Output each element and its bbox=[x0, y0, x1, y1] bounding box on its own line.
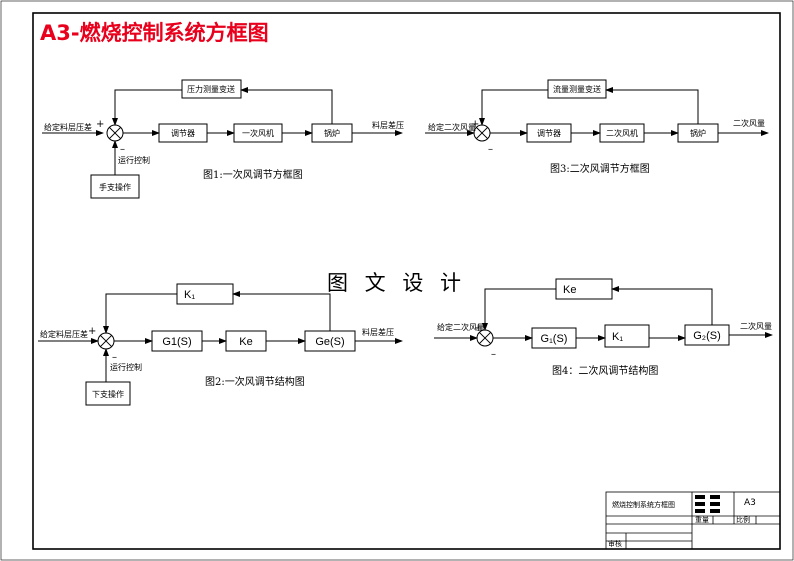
title-block-label-c: 审核 bbox=[608, 539, 622, 548]
fig1-manual-block bbox=[90, 174, 140, 199]
fig1-feedback-label: 压力测量变送 bbox=[187, 84, 235, 94]
fig4-g1-label: G₁(S) bbox=[541, 333, 568, 345]
fig2-g1-label: G1(S) bbox=[162, 336, 191, 348]
fig2-minus-sign: – bbox=[112, 352, 117, 363]
fig4-output-label: 二次风量 bbox=[740, 321, 772, 331]
fig4-minus-sign: – bbox=[491, 349, 496, 360]
fig2-caption: 图2:一次风调节结构图 bbox=[205, 375, 305, 388]
inner-frame bbox=[32, 12, 781, 550]
fig3-plus-sign: + bbox=[471, 119, 479, 130]
fig4-input-label: 给定二次风量 bbox=[437, 322, 485, 332]
fig3-feedback-block bbox=[547, 79, 607, 99]
fig1-feedback-block bbox=[181, 79, 242, 99]
title-block-size: A3 bbox=[744, 498, 756, 508]
fig2-manual-label: 下支操作 bbox=[92, 389, 124, 399]
fig2-feedback-label: K₁ bbox=[184, 289, 195, 301]
fig4-g2-label: G₂(S) bbox=[693, 330, 721, 342]
title-block-label-b: 比例 bbox=[736, 515, 750, 524]
fig3-minus-sign: – bbox=[488, 144, 493, 155]
figure-2: 给定料层压差 + – G1(S) Ke Ge(S) 料层差压 K₁ 运行控制 下… bbox=[38, 283, 403, 406]
fig4-caption: 图4：二次风调节结构图 bbox=[552, 364, 658, 377]
fig4-feedback-label: Ke bbox=[563, 284, 576, 296]
fig1-controller-label: 调节器 bbox=[171, 129, 195, 138]
watermark-text: 图 文 设 计 bbox=[327, 271, 466, 295]
fig3-output-label: 二次风量 bbox=[733, 118, 765, 128]
fig1-run-control-label: 运行控制 bbox=[118, 155, 150, 165]
fig3-feedback-label: 流量测量变送 bbox=[553, 84, 601, 94]
fig2-ke-label: Ke bbox=[239, 336, 252, 348]
fig2-output-label: 料层差压 bbox=[362, 327, 394, 337]
title-block-drawing-name: 燃烧控制系统方框图 bbox=[612, 500, 675, 509]
watermark-backdrop bbox=[312, 258, 468, 300]
fig1-output-label: 料层差压 bbox=[372, 120, 404, 130]
fig1-plus-sign: + bbox=[96, 119, 104, 130]
figure-4: 给定二次风量 + – G₁(S) K₁ G₂(S) 二次风量 Ke 图4：二次风… bbox=[434, 278, 773, 377]
fig4-k1-block bbox=[604, 324, 650, 348]
fig3-caption: 图3:二次风调节方框图 bbox=[550, 162, 650, 175]
figure-1: 给定料层压差 + – 调节器 一次风机 锅炉 料层差压 压力测量变送 运行控制 … bbox=[42, 79, 404, 199]
fig2-input-label: 给定料层压差 bbox=[40, 329, 88, 339]
fig4-k1-label: K₁ bbox=[612, 331, 623, 343]
fig1-fan-label: 一次风机 bbox=[242, 128, 274, 138]
fig1-minus-sign: – bbox=[120, 144, 125, 155]
fig1-furnace-label: 锅炉 bbox=[324, 128, 340, 138]
title-block-label-a: 重量 bbox=[695, 516, 709, 524]
title-block: 燃烧控制系统方框图 A3 重量 比例 审核 bbox=[605, 491, 781, 550]
fig2-ge-label: Ge(S) bbox=[315, 336, 344, 348]
fig3-controller-label: 调节器 bbox=[537, 129, 561, 138]
fig1-manual-label: 手支操作 bbox=[99, 182, 131, 192]
fig1-input-label: 给定料层压差 bbox=[44, 122, 92, 132]
fig3-furnace-label: 锅炉 bbox=[690, 128, 706, 138]
page-title: A3-燃烧控制系统方框图 bbox=[40, 21, 269, 45]
fig4-plus-sign: + bbox=[474, 323, 482, 334]
fig2-plus-sign: + bbox=[88, 326, 96, 337]
fig2-manual-block bbox=[85, 381, 131, 406]
fig1-caption: 图1:一次风调节方框图 bbox=[203, 168, 303, 181]
fig3-input-label: 给定二次风量 bbox=[428, 122, 476, 132]
fig2-run-control-label: 运行控制 bbox=[110, 362, 142, 372]
figure-3: 给定二次风量 + – 调节器 二次风机 锅炉 二次风量 流量测量变送 图3:二次… bbox=[425, 79, 769, 175]
fig3-fan-label: 二次风机 bbox=[606, 128, 638, 138]
